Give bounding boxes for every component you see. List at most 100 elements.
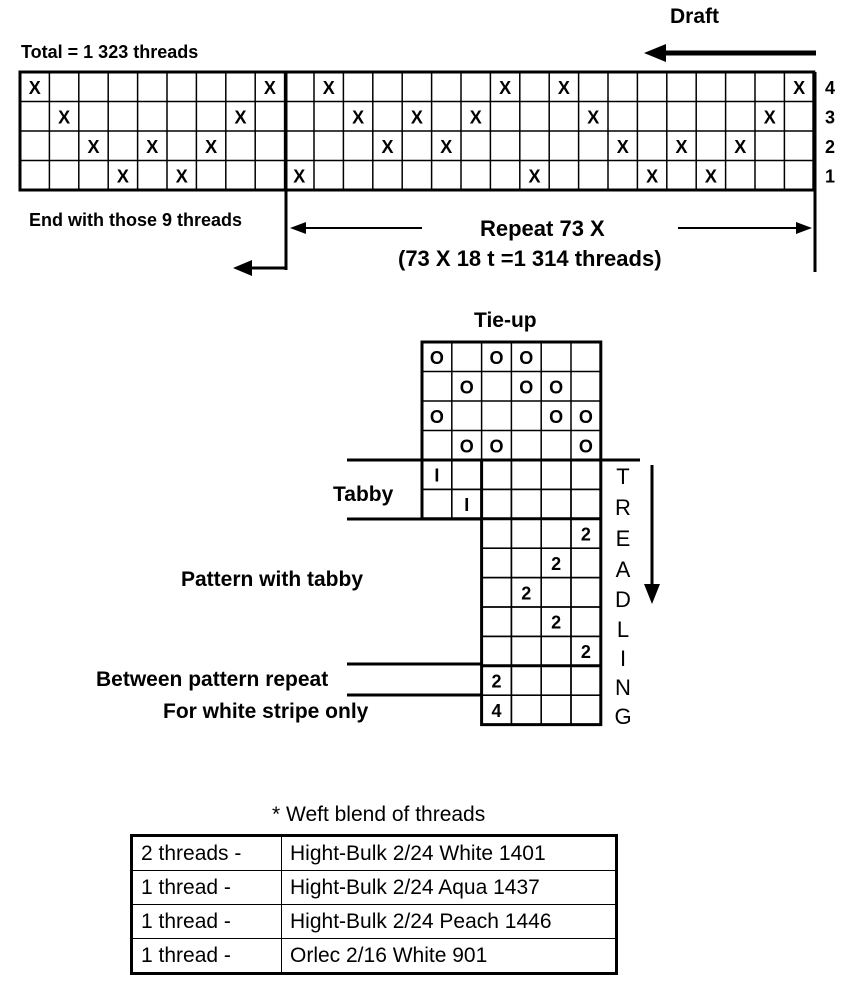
treadling-letter: A bbox=[615, 557, 631, 582]
shaft-number: 4 bbox=[825, 78, 835, 98]
draft-mark: X bbox=[587, 107, 599, 127]
draft-mark: X bbox=[205, 137, 217, 157]
treadling-cell bbox=[510, 518, 542, 549]
treadling-letter: N bbox=[615, 675, 631, 700]
draft-mark: X bbox=[87, 137, 99, 157]
tieup-mark: O bbox=[579, 407, 593, 427]
tieup-mark: O bbox=[519, 348, 533, 368]
treadling-cell bbox=[570, 606, 602, 638]
treadling-cell bbox=[510, 488, 542, 520]
treadling-letter: L bbox=[616, 617, 630, 642]
draft-mark: X bbox=[352, 107, 364, 127]
tieup-grid bbox=[420, 340, 603, 462]
draft-repeat-calculation: (73 X 18 t =1 314 threads) bbox=[398, 246, 662, 271]
treadling-mark: 2 bbox=[551, 554, 561, 574]
shaft-number: 2 bbox=[825, 137, 835, 157]
table-row: 1 thread - Orlec 2/16 White 901 bbox=[131, 938, 617, 974]
treadling-cell bbox=[540, 665, 572, 696]
repeat-arrowhead-left bbox=[290, 222, 306, 234]
treadling-cell bbox=[510, 547, 542, 579]
treadling-cell bbox=[510, 694, 542, 726]
weft-blend-title: * Weft blend of threads bbox=[272, 803, 486, 826]
treadling-mark: I bbox=[434, 466, 439, 486]
thread-count-cell: 1 thread - bbox=[131, 870, 282, 905]
draft-mark: X bbox=[440, 137, 452, 157]
draft-direction-arrowhead bbox=[644, 44, 666, 62]
draft-mark: X bbox=[264, 78, 276, 98]
tieup-title: Tie-up bbox=[474, 309, 537, 332]
table-row: 2 threads - Hight-Bulk 2/24 White 1401 bbox=[131, 835, 617, 871]
draft-mark: X bbox=[764, 107, 776, 127]
treadling-cell bbox=[570, 694, 602, 726]
thread-count-cell: 1 thread - bbox=[131, 938, 282, 974]
treadling-cell bbox=[510, 665, 542, 696]
treadling-grid bbox=[420, 459, 603, 727]
treadling-mark: 2 bbox=[521, 583, 531, 603]
draft-title: Draft bbox=[670, 5, 720, 28]
treadling-cell bbox=[510, 635, 542, 667]
draft-mark: X bbox=[617, 137, 629, 157]
section-label-between-pattern-repeat: Between pattern repeat bbox=[96, 668, 329, 691]
section-label-tabby: Tabby bbox=[333, 483, 394, 506]
draft-threading-grid bbox=[18, 70, 816, 192]
treadling-cell bbox=[540, 635, 572, 667]
yarn-cell: Orlec 2/16 White 901 bbox=[281, 938, 617, 974]
shaft-number: 3 bbox=[825, 107, 835, 127]
draft-mark: X bbox=[176, 166, 188, 186]
draft-mark: X bbox=[411, 107, 423, 127]
yarn-cell: Hight-Bulk 2/24 Aqua 1437 bbox=[281, 870, 617, 905]
draft-mark: X bbox=[558, 78, 570, 98]
draft-mark: X bbox=[293, 166, 305, 186]
treadling-letter: E bbox=[615, 526, 631, 551]
treadling-cell bbox=[540, 694, 572, 726]
treadling-cell bbox=[570, 488, 602, 520]
treadling-cell bbox=[570, 665, 602, 696]
treadling-cell bbox=[480, 635, 513, 667]
treadling-mark: 2 bbox=[491, 672, 501, 692]
tieup-mark: O bbox=[460, 436, 474, 456]
tieup-mark: O bbox=[519, 377, 533, 397]
draft-mark: X bbox=[793, 78, 805, 98]
treadling-letter: I bbox=[619, 646, 627, 671]
treadling-cell bbox=[540, 488, 572, 520]
treadling-mark: 4 bbox=[491, 701, 501, 721]
thread-count-cell: 2 threads - bbox=[131, 835, 282, 871]
draft-mark: X bbox=[705, 166, 717, 186]
draft-mark: X bbox=[381, 137, 393, 157]
end-with-arrowhead bbox=[233, 260, 252, 276]
treadling-cell bbox=[480, 459, 513, 491]
weft-blend-table: 2 threads - Hight-Bulk 2/24 White 1401 1… bbox=[130, 834, 618, 975]
yarn-cell: Hight-Bulk 2/24 White 1401 bbox=[281, 835, 617, 871]
tieup-mark: O bbox=[579, 436, 593, 456]
yarn-cell: Hight-Bulk 2/24 Peach 1446 bbox=[281, 904, 617, 939]
treadling-cell bbox=[540, 576, 572, 608]
treadling-mark: I bbox=[464, 495, 469, 515]
treadling-letter: R bbox=[615, 495, 631, 520]
treadling-cell bbox=[451, 459, 483, 491]
treadling-cell bbox=[480, 518, 513, 549]
treadling-cell bbox=[570, 547, 602, 579]
tieup-mark: O bbox=[549, 407, 563, 427]
treadling-letter: T bbox=[616, 464, 630, 489]
draft-mark: X bbox=[117, 166, 129, 186]
table-row: 1 thread - Hight-Bulk 2/24 Aqua 1437 bbox=[131, 870, 617, 905]
treadling-cell bbox=[540, 518, 572, 549]
draft-mark: X bbox=[323, 78, 335, 98]
treadling-cell bbox=[480, 576, 513, 608]
table-row: 1 thread - Hight-Bulk 2/24 Peach 1446 bbox=[131, 904, 617, 939]
repeat-arrowhead-right bbox=[796, 222, 812, 234]
treadling-mark: 2 bbox=[581, 525, 591, 545]
treadling-letter: G bbox=[614, 704, 632, 729]
treadling-cell bbox=[570, 459, 602, 491]
draft-mark: X bbox=[29, 78, 41, 98]
draft-mark: X bbox=[646, 166, 658, 186]
section-label-pattern-with-tabby: Pattern with tabby bbox=[181, 568, 364, 591]
section-label-white-stripe: For white stripe only bbox=[163, 700, 369, 723]
treadling-outline bbox=[420, 460, 603, 727]
draft-mark: X bbox=[499, 78, 511, 98]
